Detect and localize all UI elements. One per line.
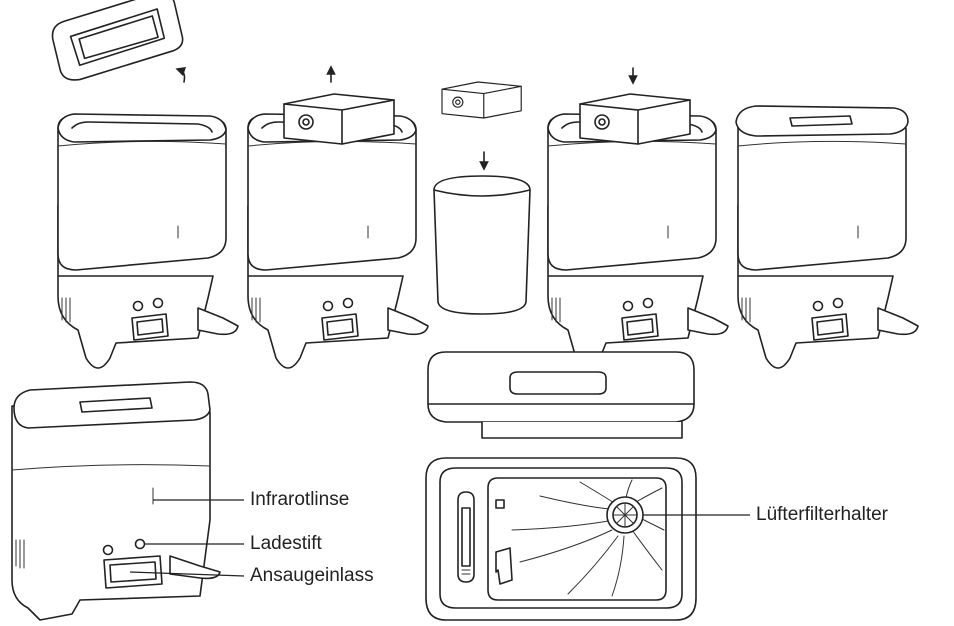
label-fan-filter-holder: Lüfterfilterhalter	[756, 504, 889, 525]
labeled-station	[11, 381, 245, 621]
label-suction-inlet: Ansaugeinlass	[250, 565, 374, 586]
step-2-lift-filter	[247, 65, 429, 369]
step-3-empty-into-bin	[433, 81, 531, 315]
step-5-lid-closed	[735, 105, 919, 369]
leader-suction-inlet	[129, 571, 245, 577]
label-infrared-lens: Infrarotlinse	[250, 489, 350, 510]
label-charging-pin: Ladestift	[250, 533, 322, 554]
step-1-lid-removed	[51, 0, 239, 369]
curved-arrow-icon	[175, 66, 187, 83]
step-4-insert-filter	[547, 67, 729, 369]
lid-and-chamber	[425, 351, 750, 621]
